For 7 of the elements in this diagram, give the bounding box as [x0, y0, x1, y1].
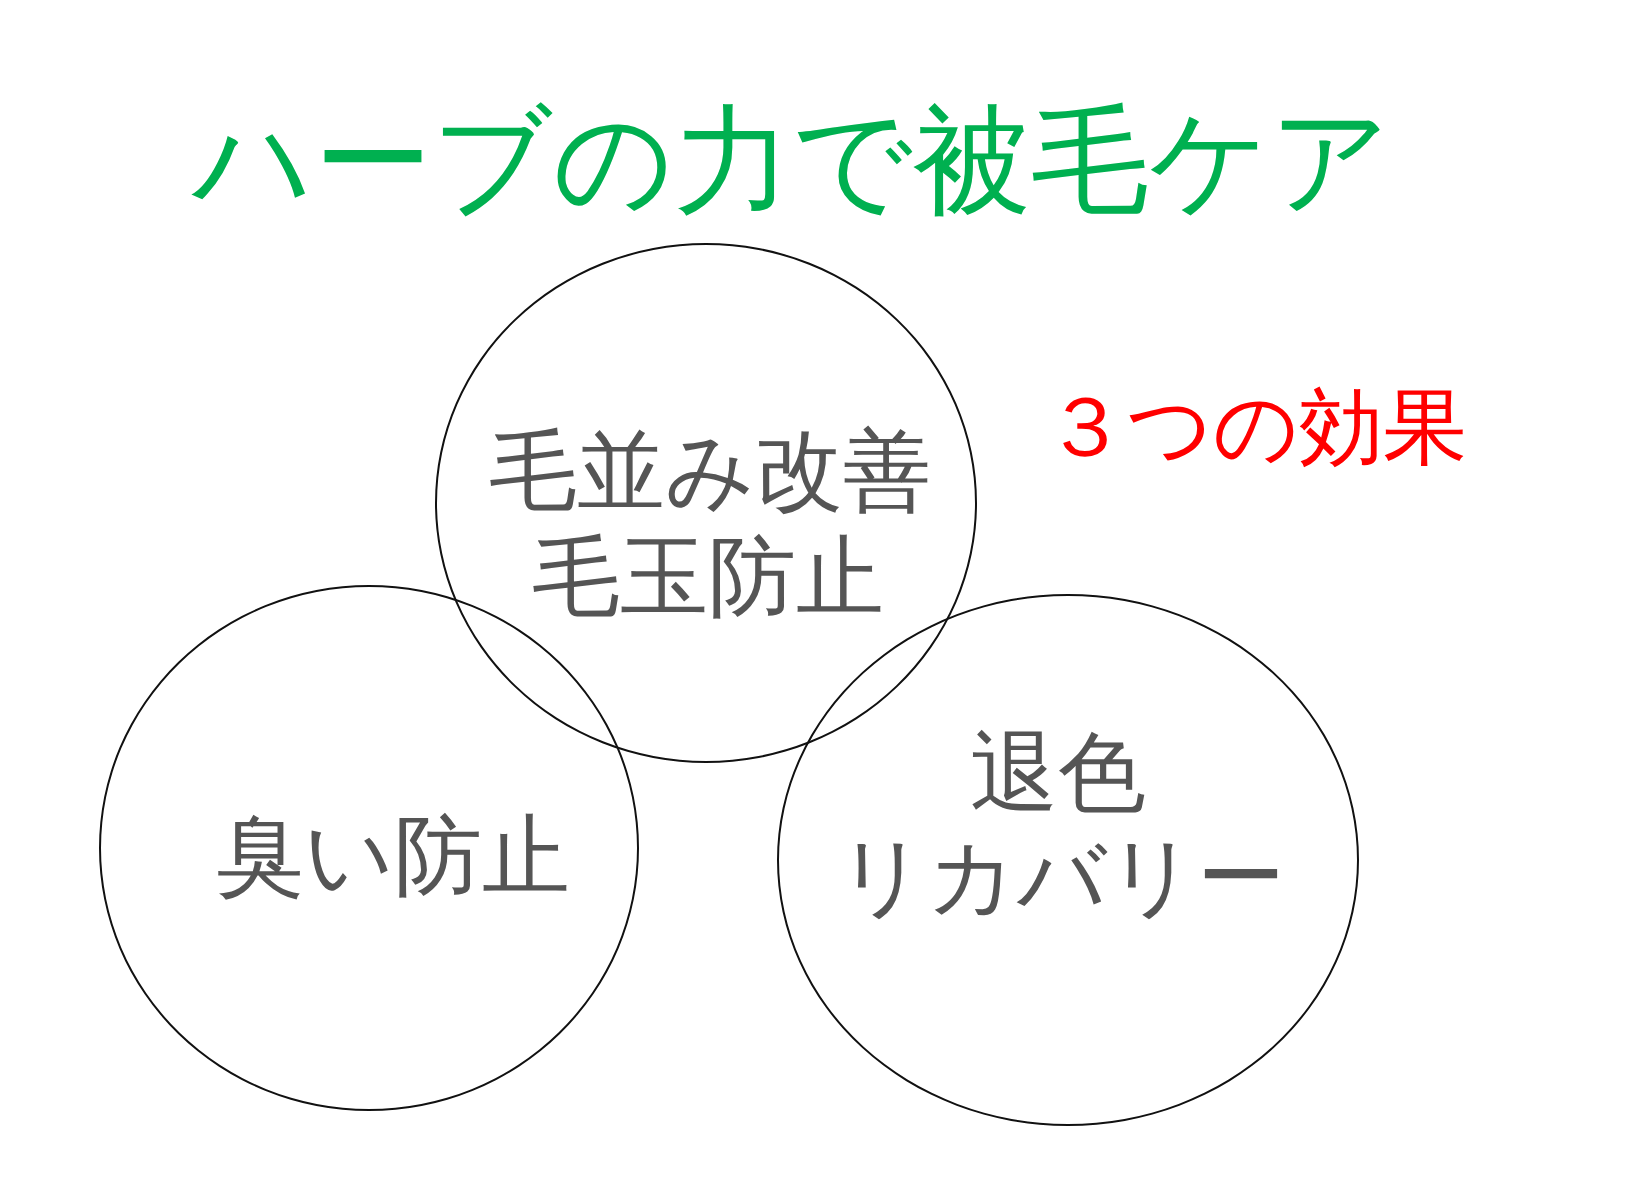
effect-label: 臭い防止: [216, 812, 570, 900]
effect-label: リカバリー: [837, 833, 1285, 921]
title: ハーブの力で被毛ケア: [193, 101, 1391, 219]
heading-note: ３つの効果: [1043, 385, 1467, 469]
effect-label: 毛玉防止: [532, 533, 884, 621]
effect-label: 退色: [970, 729, 1146, 817]
effect-label: 毛並み改善: [489, 427, 931, 515]
